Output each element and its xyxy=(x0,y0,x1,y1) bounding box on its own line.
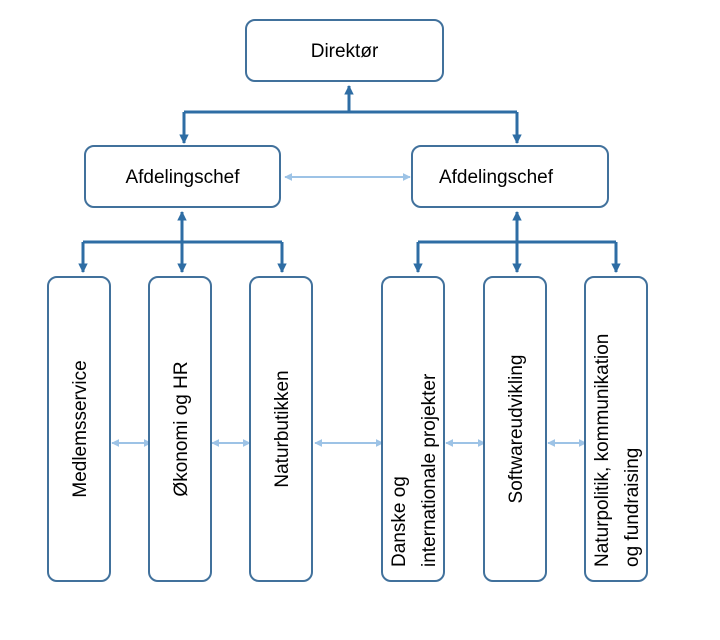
node-head-left-label: Afdelingschef xyxy=(125,167,240,188)
node-head-right-label: Afdelingschef xyxy=(439,167,554,188)
node-unit-6-label-line-1: Naturpolitik, kommunikation xyxy=(592,334,613,567)
node-unit-1-label: Medlemsservice xyxy=(70,360,91,497)
node-unit-2: Økonomi og HR xyxy=(148,276,212,582)
node-head-right: Afdelingschef xyxy=(411,145,609,208)
node-unit-4-label-line-2: internationale projekter xyxy=(419,373,440,567)
node-unit-5-label: Softwareudvikling xyxy=(506,355,527,504)
node-direktor: Direktør xyxy=(245,19,444,82)
node-head-left: Afdelingschef xyxy=(84,145,281,208)
node-unit-3-label: Naturbutikken xyxy=(272,370,293,487)
node-direktor-label: Direktør xyxy=(311,41,379,62)
node-unit-2-label: Økonomi og HR xyxy=(171,361,192,496)
connectors xyxy=(78,85,621,273)
node-unit-4: Danske og internationale projekter xyxy=(381,276,445,582)
peer-arrows xyxy=(111,173,587,447)
node-unit-3: Naturbutikken xyxy=(249,276,313,582)
node-unit-1: Medlemsservice xyxy=(47,276,111,582)
node-unit-5: Softwareudvikling xyxy=(483,276,547,582)
node-unit-4-label-line-1: Danske og xyxy=(389,476,410,567)
node-unit-6-label-line-2: og fundraising xyxy=(622,448,643,567)
node-unit-6: Naturpolitik, kommunikation og fundraisi… xyxy=(584,276,648,582)
